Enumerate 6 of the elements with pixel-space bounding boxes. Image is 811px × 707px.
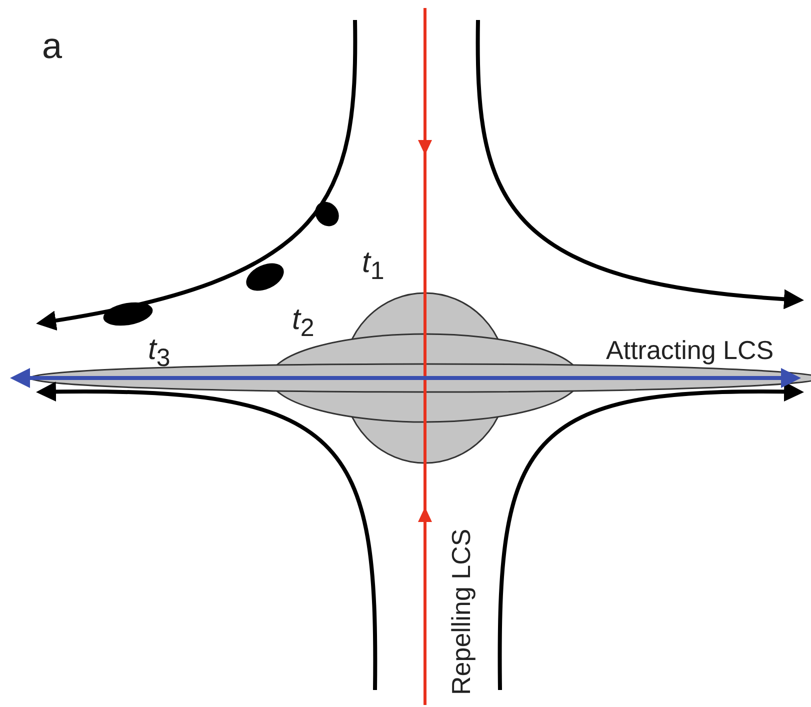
time-label: t$_{1}$ bbox=[362, 248, 384, 284]
line-label: Attracting LCS bbox=[606, 337, 774, 363]
time-label: t$_{3}$ bbox=[148, 335, 170, 371]
line-label: Repelling LCS bbox=[448, 528, 474, 695]
panel-letter: a bbox=[42, 28, 62, 64]
time-label: t$_{2}$ bbox=[292, 305, 314, 341]
